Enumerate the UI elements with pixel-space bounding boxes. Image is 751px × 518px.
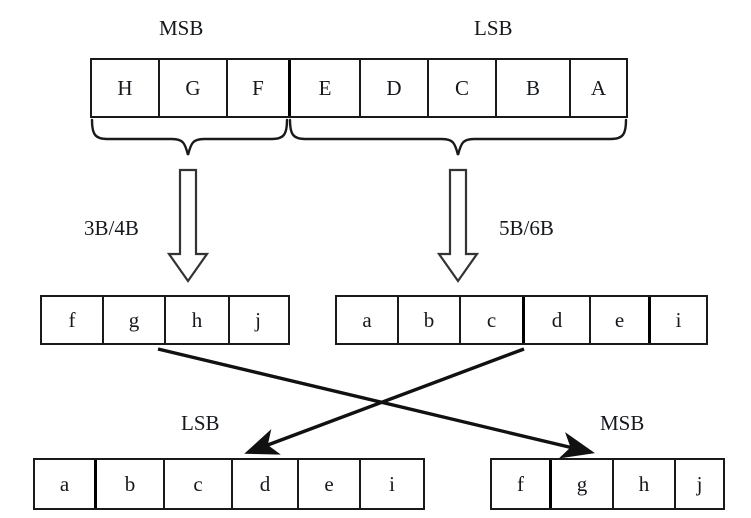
bit-cell: A xyxy=(571,60,626,116)
bit-cell: c xyxy=(461,297,525,343)
bit-cell: d xyxy=(525,297,591,343)
bit-cell: b xyxy=(399,297,461,343)
bit-cell: b xyxy=(97,460,165,508)
source-msb-label: MSB xyxy=(159,16,204,40)
bit-cell: E xyxy=(291,60,361,116)
source-lsb-label: LSB xyxy=(474,16,513,40)
bit-cell: e xyxy=(299,460,361,508)
bit-cell: G xyxy=(160,60,228,116)
output-lsb-label: LSB xyxy=(181,411,220,435)
bit-cell: C xyxy=(429,60,497,116)
bit-cell: F xyxy=(228,60,291,116)
abcdei-to-left-arrow xyxy=(244,347,525,455)
bit-cell: g xyxy=(552,460,614,508)
lsb-group-brace xyxy=(288,118,628,156)
encoder-3b4b-label: 3B/4B xyxy=(84,216,139,240)
bit-cell: c xyxy=(165,460,233,508)
bit-cell: f xyxy=(492,460,552,508)
msb-group-brace xyxy=(90,118,289,156)
bit-cell: h xyxy=(166,297,230,343)
encoder-5b6b-label: 5B/6B xyxy=(499,216,554,240)
mid-row-right-6bit: a b c d e i xyxy=(335,295,708,345)
bit-cell: d xyxy=(233,460,299,508)
hollow-arrow-5b6b-icon xyxy=(436,168,480,283)
bit-cell: B xyxy=(497,60,571,116)
bit-cell: h xyxy=(614,460,676,508)
hollow-arrow-3b4b-icon xyxy=(166,168,210,283)
bit-cell: D xyxy=(361,60,429,116)
output-row-left-6bit: a b c d e i xyxy=(33,458,425,510)
source-byte-row: H G F E D C B A xyxy=(90,58,628,118)
bit-cell: f xyxy=(42,297,104,343)
output-row-right-4bit: f g h j xyxy=(490,458,725,510)
bit-cell: j xyxy=(676,460,723,508)
mid-row-left-4bit: f g h j xyxy=(40,295,290,345)
bit-cell: H xyxy=(92,60,160,116)
bit-cell: i xyxy=(361,460,423,508)
bit-cell: i xyxy=(651,297,706,343)
bit-cell: g xyxy=(104,297,166,343)
bit-cell: a xyxy=(337,297,399,343)
bit-cell: e xyxy=(591,297,651,343)
bit-cell: a xyxy=(35,460,97,508)
fghj-to-right-arrow xyxy=(157,347,595,459)
output-msb-label: MSB xyxy=(600,411,645,435)
bit-cell: j xyxy=(230,297,286,343)
